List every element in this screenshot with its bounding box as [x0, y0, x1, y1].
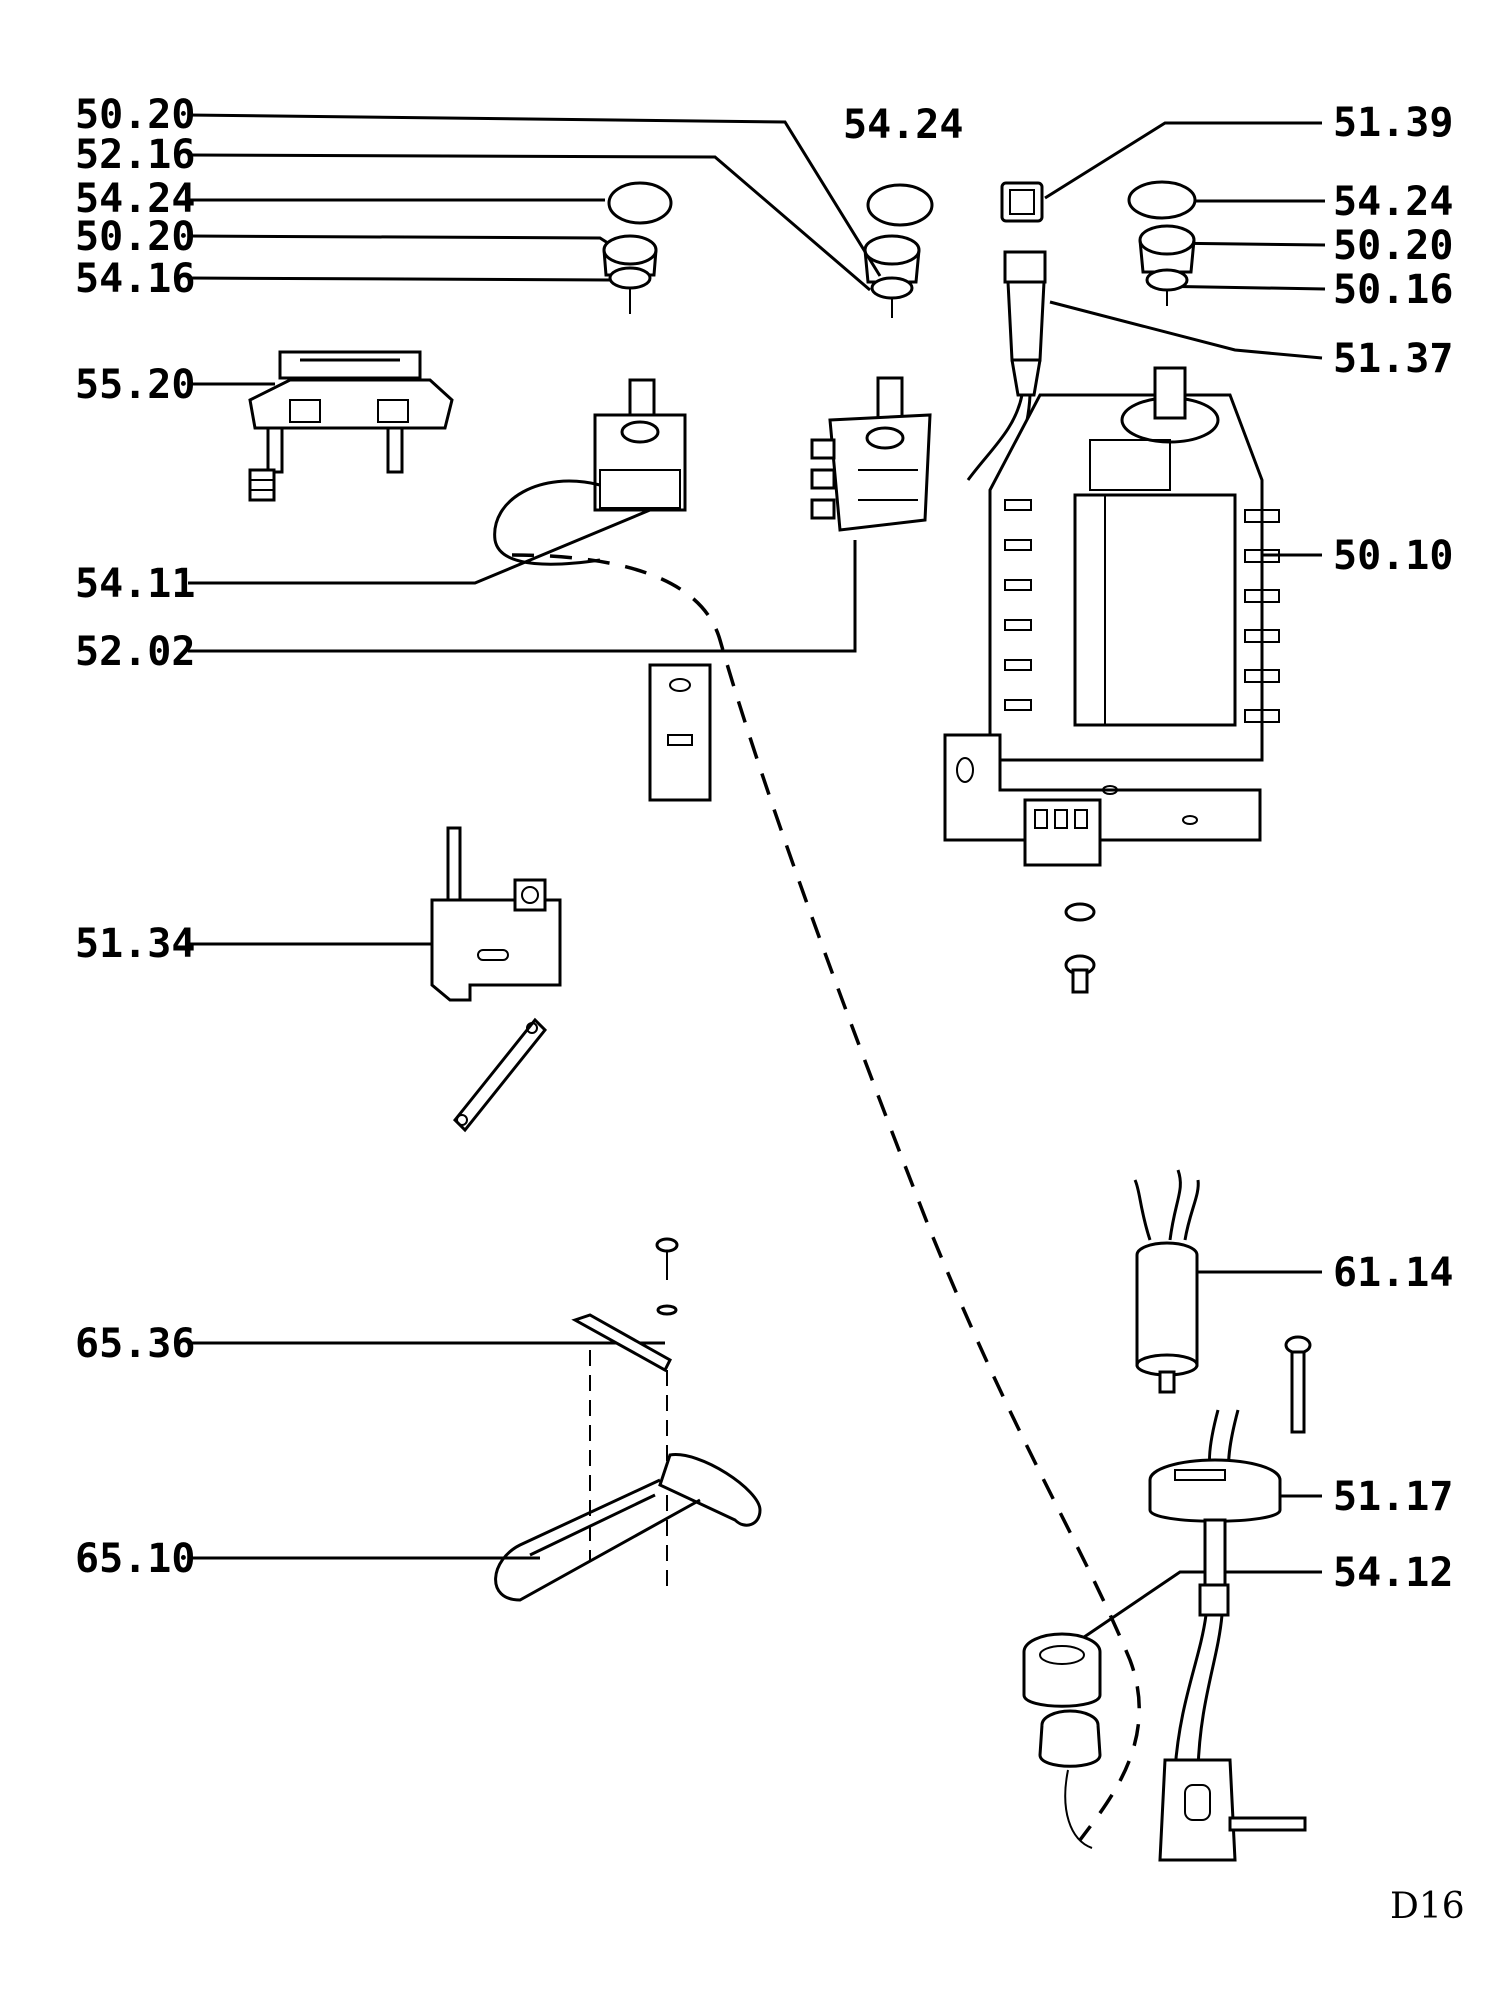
label-right: 61.14	[1333, 1250, 1453, 1296]
label-right: 50.20	[1333, 223, 1453, 269]
switch-bracket	[248, 350, 454, 502]
page-code: D16	[1390, 1886, 1465, 1927]
label-right: 54.24	[1333, 179, 1453, 225]
power-cord	[1148, 1409, 1307, 1862]
label-right: 51.17	[1333, 1474, 1453, 1520]
label-left: 54.24	[75, 176, 195, 222]
selector-switch	[810, 376, 932, 532]
label-right: 50.16	[1333, 267, 1453, 313]
labels-left: 50.20 52.16 54.24 50.20 54.16 55.20 54.1…	[75, 92, 195, 1582]
connector-sleeve	[648, 663, 712, 802]
knob-stack-middle	[863, 183, 934, 318]
label-left: 52.02	[75, 629, 195, 675]
ring-cap	[1022, 1632, 1102, 1849]
knob-stack-right	[1127, 180, 1197, 306]
label-left: 54.16	[75, 256, 195, 302]
heating-element	[494, 1237, 762, 1602]
label-right: 54.12	[1333, 1550, 1453, 1596]
screw	[1284, 1335, 1312, 1434]
knob-stack-left	[602, 181, 673, 314]
label-left: 51.34	[75, 921, 195, 967]
label-left: 50.20	[75, 92, 195, 138]
capacitor	[1133, 1169, 1200, 1394]
label-left: 50.20	[75, 214, 195, 260]
label-right: 51.37	[1333, 336, 1453, 382]
thermostat	[493, 378, 687, 566]
labels-top: 54.24	[843, 102, 963, 148]
label-left: 54.11	[75, 561, 195, 607]
wire-path	[511, 553, 1141, 1842]
microswitch	[430, 826, 562, 1133]
label-left: 55.20	[75, 362, 195, 408]
label-left: 52.16	[75, 132, 195, 178]
label-top: 54.24	[843, 102, 963, 148]
label-left: 65.36	[75, 1321, 195, 1367]
labels-right: 51.39 54.24 50.20 50.16 51.37 50.10 61.1…	[1333, 100, 1453, 1596]
leader-lines	[187, 113, 1326, 1652]
label-right: 51.39	[1333, 100, 1453, 146]
lamp-assembly	[966, 181, 1047, 491]
heater-block	[943, 366, 1280, 994]
label-right: 50.10	[1333, 533, 1453, 579]
label-left: 65.10	[75, 1536, 195, 1582]
